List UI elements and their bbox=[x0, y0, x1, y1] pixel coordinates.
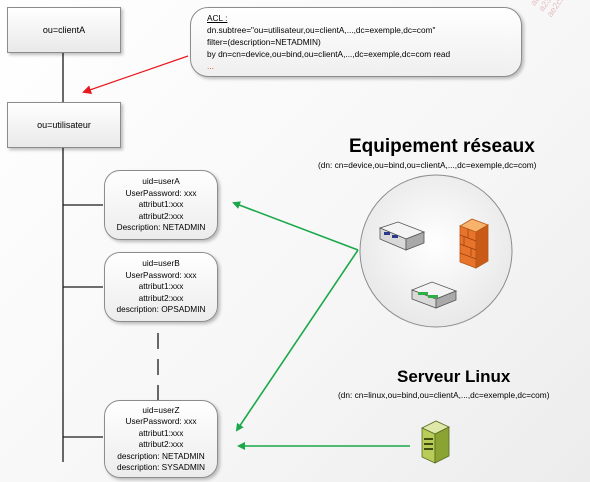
ou-utilisateur-node: ou=utilisateur bbox=[7, 102, 121, 148]
network-dn: (dn: cn=device,ou=bind,ou=clientA,...,dc… bbox=[318, 160, 537, 170]
linux-dn: (dn: cn=linux,ou=bind,ou=clientA,...,dc=… bbox=[338, 390, 550, 400]
network-equipment-circle bbox=[359, 174, 513, 328]
entry-line: attribut2:xxx bbox=[138, 210, 184, 221]
linux-server-icon bbox=[421, 420, 450, 464]
ou-clientA-node: ou=clientA bbox=[7, 7, 121, 53]
acl-ellipsis: ... bbox=[207, 61, 214, 71]
router-icon bbox=[410, 281, 458, 309]
entry-line: uid=userZ bbox=[142, 404, 180, 415]
acl-arrow bbox=[82, 55, 189, 94]
switch-icon bbox=[378, 221, 426, 251]
user-entry-userB: uid=userB UserPassword: xxx attribut1:xx… bbox=[104, 252, 218, 322]
entry-line: UserPassword: xxx bbox=[125, 269, 197, 280]
entry-line: UserPassword: xxx bbox=[125, 187, 197, 198]
entry-line: attribut1:xxx bbox=[138, 199, 184, 210]
entry-line: UserPassword: xxx bbox=[125, 416, 197, 426]
entry-line: Description: NETADMIN bbox=[116, 222, 206, 233]
linux-title: Serveur Linux bbox=[397, 367, 511, 386]
entry-line: description: NETADMIN bbox=[117, 450, 205, 461]
acl-header: ACL : bbox=[207, 13, 228, 23]
network-title: Equipement réseaux bbox=[349, 136, 535, 157]
entry-line: attribut2:xxx bbox=[138, 439, 184, 449]
acl-line: by dn=cn=device,ou=bind,ou=clientA,...,d… bbox=[207, 49, 451, 59]
ou-clientA-label: ou=clientA bbox=[42, 25, 86, 35]
user-entry-userA: uid=userA UserPassword: xxx attribut1:xx… bbox=[104, 170, 218, 240]
acl-line: filter=(description=NETADMIN) bbox=[207, 37, 321, 47]
ou-utilisateur-label: ou=utilisateur bbox=[37, 120, 91, 130]
entry-line: attribut1:xxx bbox=[138, 427, 184, 438]
entry-line: attribut2:xxx bbox=[138, 292, 184, 303]
network-to-userZ-arrow bbox=[235, 249, 359, 432]
network-to-userA-arrow bbox=[232, 201, 359, 251]
entry-line: description: OPSADMIN bbox=[116, 304, 206, 315]
firewall-icon bbox=[459, 218, 489, 269]
entry-line: uid=userB bbox=[142, 258, 180, 269]
entry-line: description: SYSADMIN bbox=[116, 462, 206, 472]
acl-line: dn.subtree="ou=utilisateur,ou=clientA,..… bbox=[207, 25, 436, 35]
user-entry-userZ: uid=userZ UserPassword: xxx attribut1:xx… bbox=[104, 400, 218, 478]
acl-note: ACL : dn.subtree="ou=utilisateur,ou=clie… bbox=[190, 7, 522, 77]
entry-line: attribut1:xxx bbox=[138, 281, 184, 292]
entry-line: uid=userA bbox=[142, 176, 180, 187]
